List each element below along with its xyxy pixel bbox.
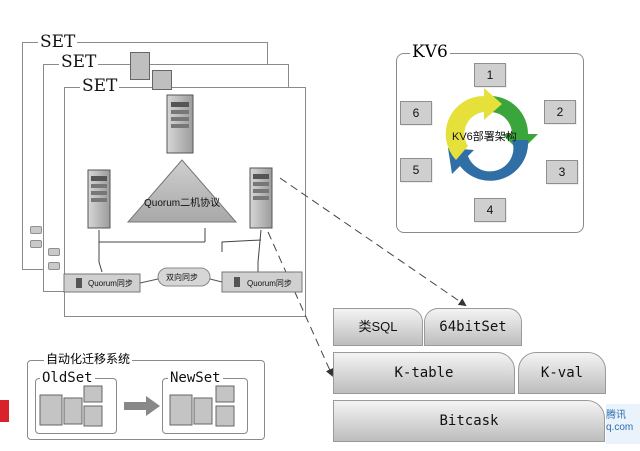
red-edge-mark	[0, 400, 9, 422]
server-icon	[39, 394, 63, 426]
cross-line	[221, 239, 262, 252]
kv6-node-4: 4	[474, 198, 506, 222]
dashed-arrow-upper	[279, 177, 467, 307]
set-label-middle: SET	[59, 52, 99, 72]
layer-bitset: 64bitSet	[424, 308, 522, 346]
kv6-node-5: 5	[400, 158, 432, 182]
cycle-arrow-blue	[448, 140, 529, 181]
quorum-protocol-label: Quorum二机协议	[144, 198, 221, 209]
migration-arrow-shaft	[124, 402, 146, 410]
server-icon	[83, 405, 103, 427]
migration-title: 自动化迁移系统	[44, 350, 133, 367]
dashed-arrow-lower	[267, 231, 334, 377]
server-icon-right	[249, 167, 273, 229]
set-label-back: SET	[38, 32, 78, 52]
set-label-front: SET	[80, 76, 120, 96]
kv6-title: KV6	[410, 42, 450, 62]
layer-ktable: K-table	[333, 352, 515, 394]
sync-label-right: Quorum同步	[247, 279, 292, 288]
server-icon	[130, 52, 150, 80]
server-icon	[63, 397, 83, 425]
server-icon	[193, 397, 213, 425]
oldset-label: OldSet	[40, 370, 95, 386]
sync-line-right	[257, 229, 262, 272]
bidir-sync-label: 双向同步	[166, 273, 198, 282]
sync-label-left: Quorum同步	[88, 279, 133, 288]
set-connector	[30, 240, 42, 248]
kv6-node-3: 3	[546, 160, 578, 184]
watermark: 腾讯 q.com	[606, 404, 640, 444]
server-icon	[152, 70, 172, 90]
kv6-cycle-diagram	[445, 88, 538, 181]
server-icon	[169, 394, 193, 426]
kv6-node-6: 6	[400, 101, 432, 125]
layer-bitcask: Bitcask	[333, 400, 605, 442]
kv6-node-1: 1	[474, 63, 506, 87]
set-connector	[48, 248, 60, 256]
cycle-arrow-yellow	[445, 88, 502, 160]
server-icon	[83, 385, 103, 403]
kv6-center-label: KV6部署架构	[452, 131, 517, 143]
set-connector	[48, 262, 60, 270]
set-connector	[30, 226, 42, 234]
quorum-triangle	[126, 159, 238, 223]
bidir-sync-pill	[157, 267, 211, 287]
server-icon	[215, 405, 235, 427]
server-icon-left	[87, 169, 111, 229]
layer-ktable-label: K-table	[394, 365, 454, 381]
layer-bitset-label: 64bitSet	[439, 319, 507, 335]
layer-sql: 类SQL	[333, 308, 423, 346]
newset-label: NewSet	[168, 370, 223, 386]
layer-kval: K-val	[518, 352, 606, 394]
layer-bitcask-label: Bitcask	[439, 413, 499, 429]
server-icon-top	[166, 94, 194, 154]
kv6-node-2: 2	[544, 100, 576, 124]
server-icon	[215, 385, 235, 403]
migration-arrow-head	[146, 396, 160, 416]
layer-kval-label: K-val	[540, 365, 584, 381]
layer-sql-label: 类SQL	[358, 319, 398, 334]
watermark-text: 腾讯 q.com	[606, 410, 634, 433]
sync-line-left	[98, 230, 103, 273]
cycle-arrow-green	[490, 96, 538, 152]
